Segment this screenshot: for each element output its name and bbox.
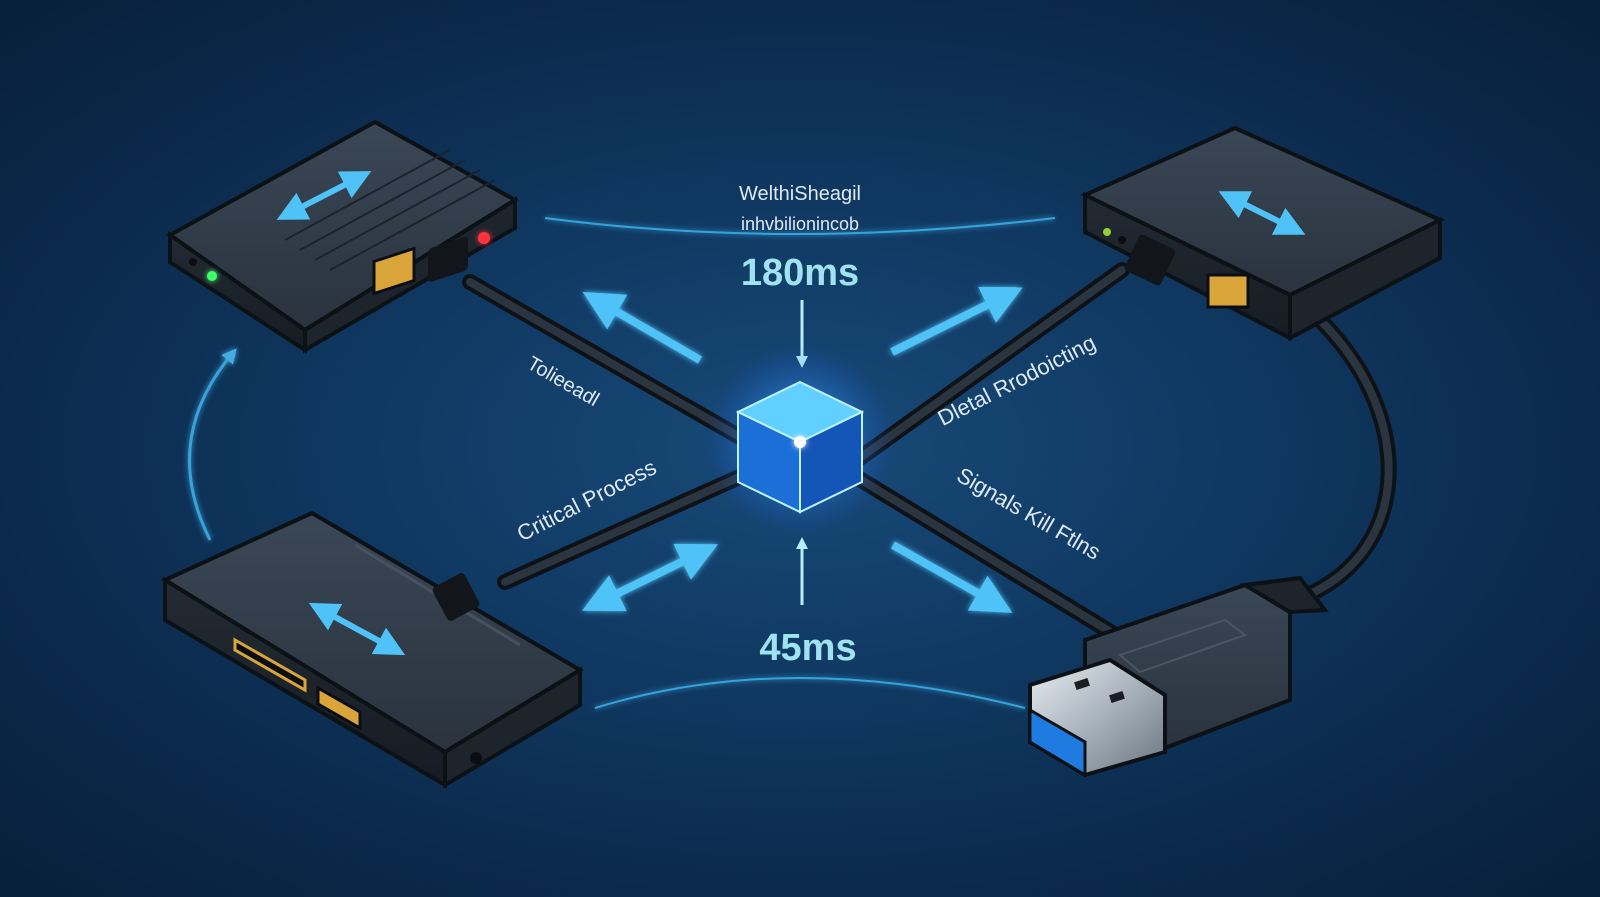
label-left-lower: Critical Process [513, 454, 661, 546]
double-arrow-icon [276, 171, 372, 220]
double-arrow-icon [308, 602, 406, 656]
ethernet-port [1206, 273, 1250, 309]
double-arrow-icon [1218, 191, 1306, 235]
usb-plug-icon [1028, 575, 1329, 778]
network-adapter-top-left [166, 119, 519, 354]
top-title: WelthiSheagil [739, 183, 861, 205]
guide-lines [188, 217, 1056, 709]
label-left-upper: Tolieeadl [523, 353, 602, 412]
card-slot [233, 637, 307, 693]
status-led-green [207, 271, 217, 281]
latency-bottom: 45ms [759, 627, 856, 669]
flow-arrows [582, 286, 1023, 613]
cables [462, 262, 1397, 658]
glowing-cube-icon [705, 345, 895, 535]
network-adapter-top-right [1080, 125, 1445, 342]
ethernet-port [372, 246, 416, 296]
network-adapter-bottom-left [160, 510, 584, 789]
status-led-red [478, 232, 490, 244]
usb-port [316, 685, 362, 731]
top-subtitle: inhvbilionincob [741, 214, 859, 234]
latency-top: 180ms [741, 252, 859, 294]
